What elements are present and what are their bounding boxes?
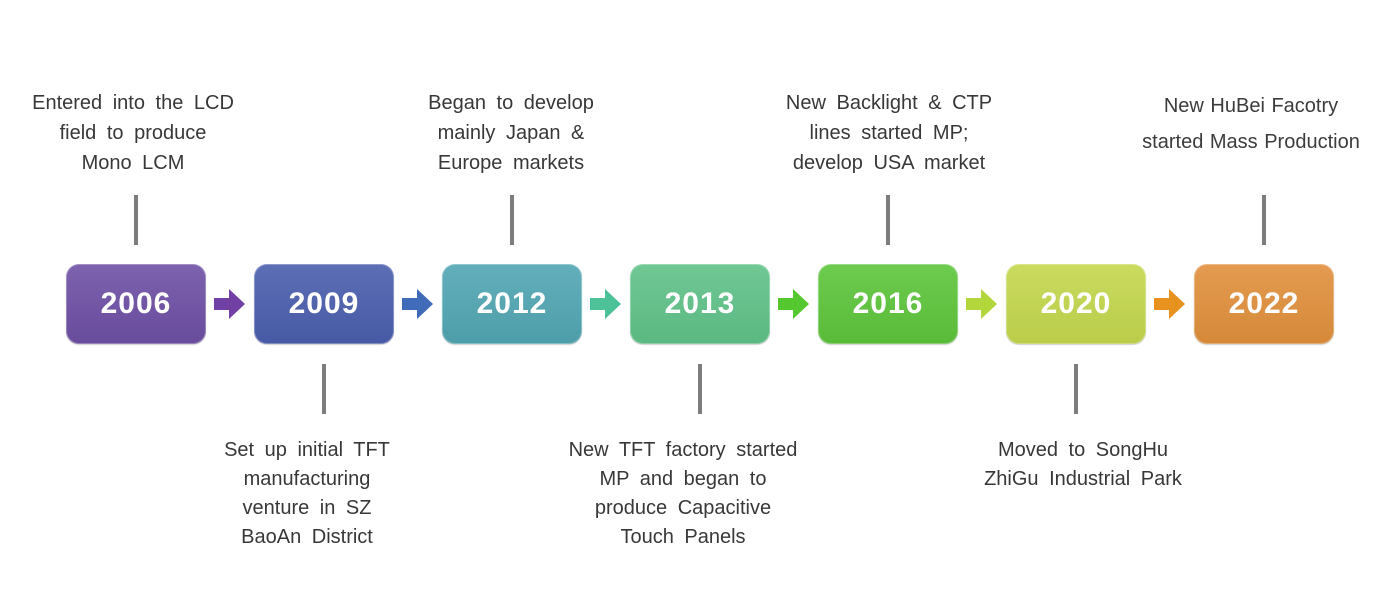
milestone-note: New TFT factory started MP and began to … <box>568 439 798 548</box>
year-box-2012: 2012 <box>442 264 582 344</box>
connector-line <box>134 195 138 245</box>
right-arrow-icon <box>778 289 809 319</box>
year-box-2020: 2020 <box>1006 264 1146 344</box>
milestone-note: New Backlight & CTP lines started MP; de… <box>785 92 993 174</box>
connector-line <box>886 195 890 245</box>
right-arrow-icon <box>1154 289 1185 319</box>
right-arrow-icon <box>402 289 433 319</box>
year-box-2013: 2013 <box>630 264 770 344</box>
connector-line <box>1262 195 1266 245</box>
connector-line <box>322 364 326 414</box>
connector-line <box>1074 364 1078 414</box>
milestone-note: Moved to SongHu ZhiGu Industrial Park <box>984 439 1182 490</box>
year-box-2016: 2016 <box>818 264 958 344</box>
connector-line <box>510 195 514 245</box>
milestone-note: Entered into the LCD field to produce Mo… <box>32 92 234 174</box>
milestone-note: Set up initial TFT manufacturing venture… <box>224 439 390 548</box>
right-arrow-icon <box>966 289 997 319</box>
year-box-2022: 2022 <box>1194 264 1334 344</box>
milestone-note: Began to develop mainly Japan & Europe m… <box>428 92 594 174</box>
right-arrow-icon <box>214 289 245 319</box>
year-box-2006: 2006 <box>66 264 206 344</box>
year-box-2009: 2009 <box>254 264 394 344</box>
milestone-note: New HuBei Facotry started Mass Productio… <box>1142 95 1360 153</box>
right-arrow-icon <box>590 289 621 319</box>
connector-line <box>698 364 702 414</box>
